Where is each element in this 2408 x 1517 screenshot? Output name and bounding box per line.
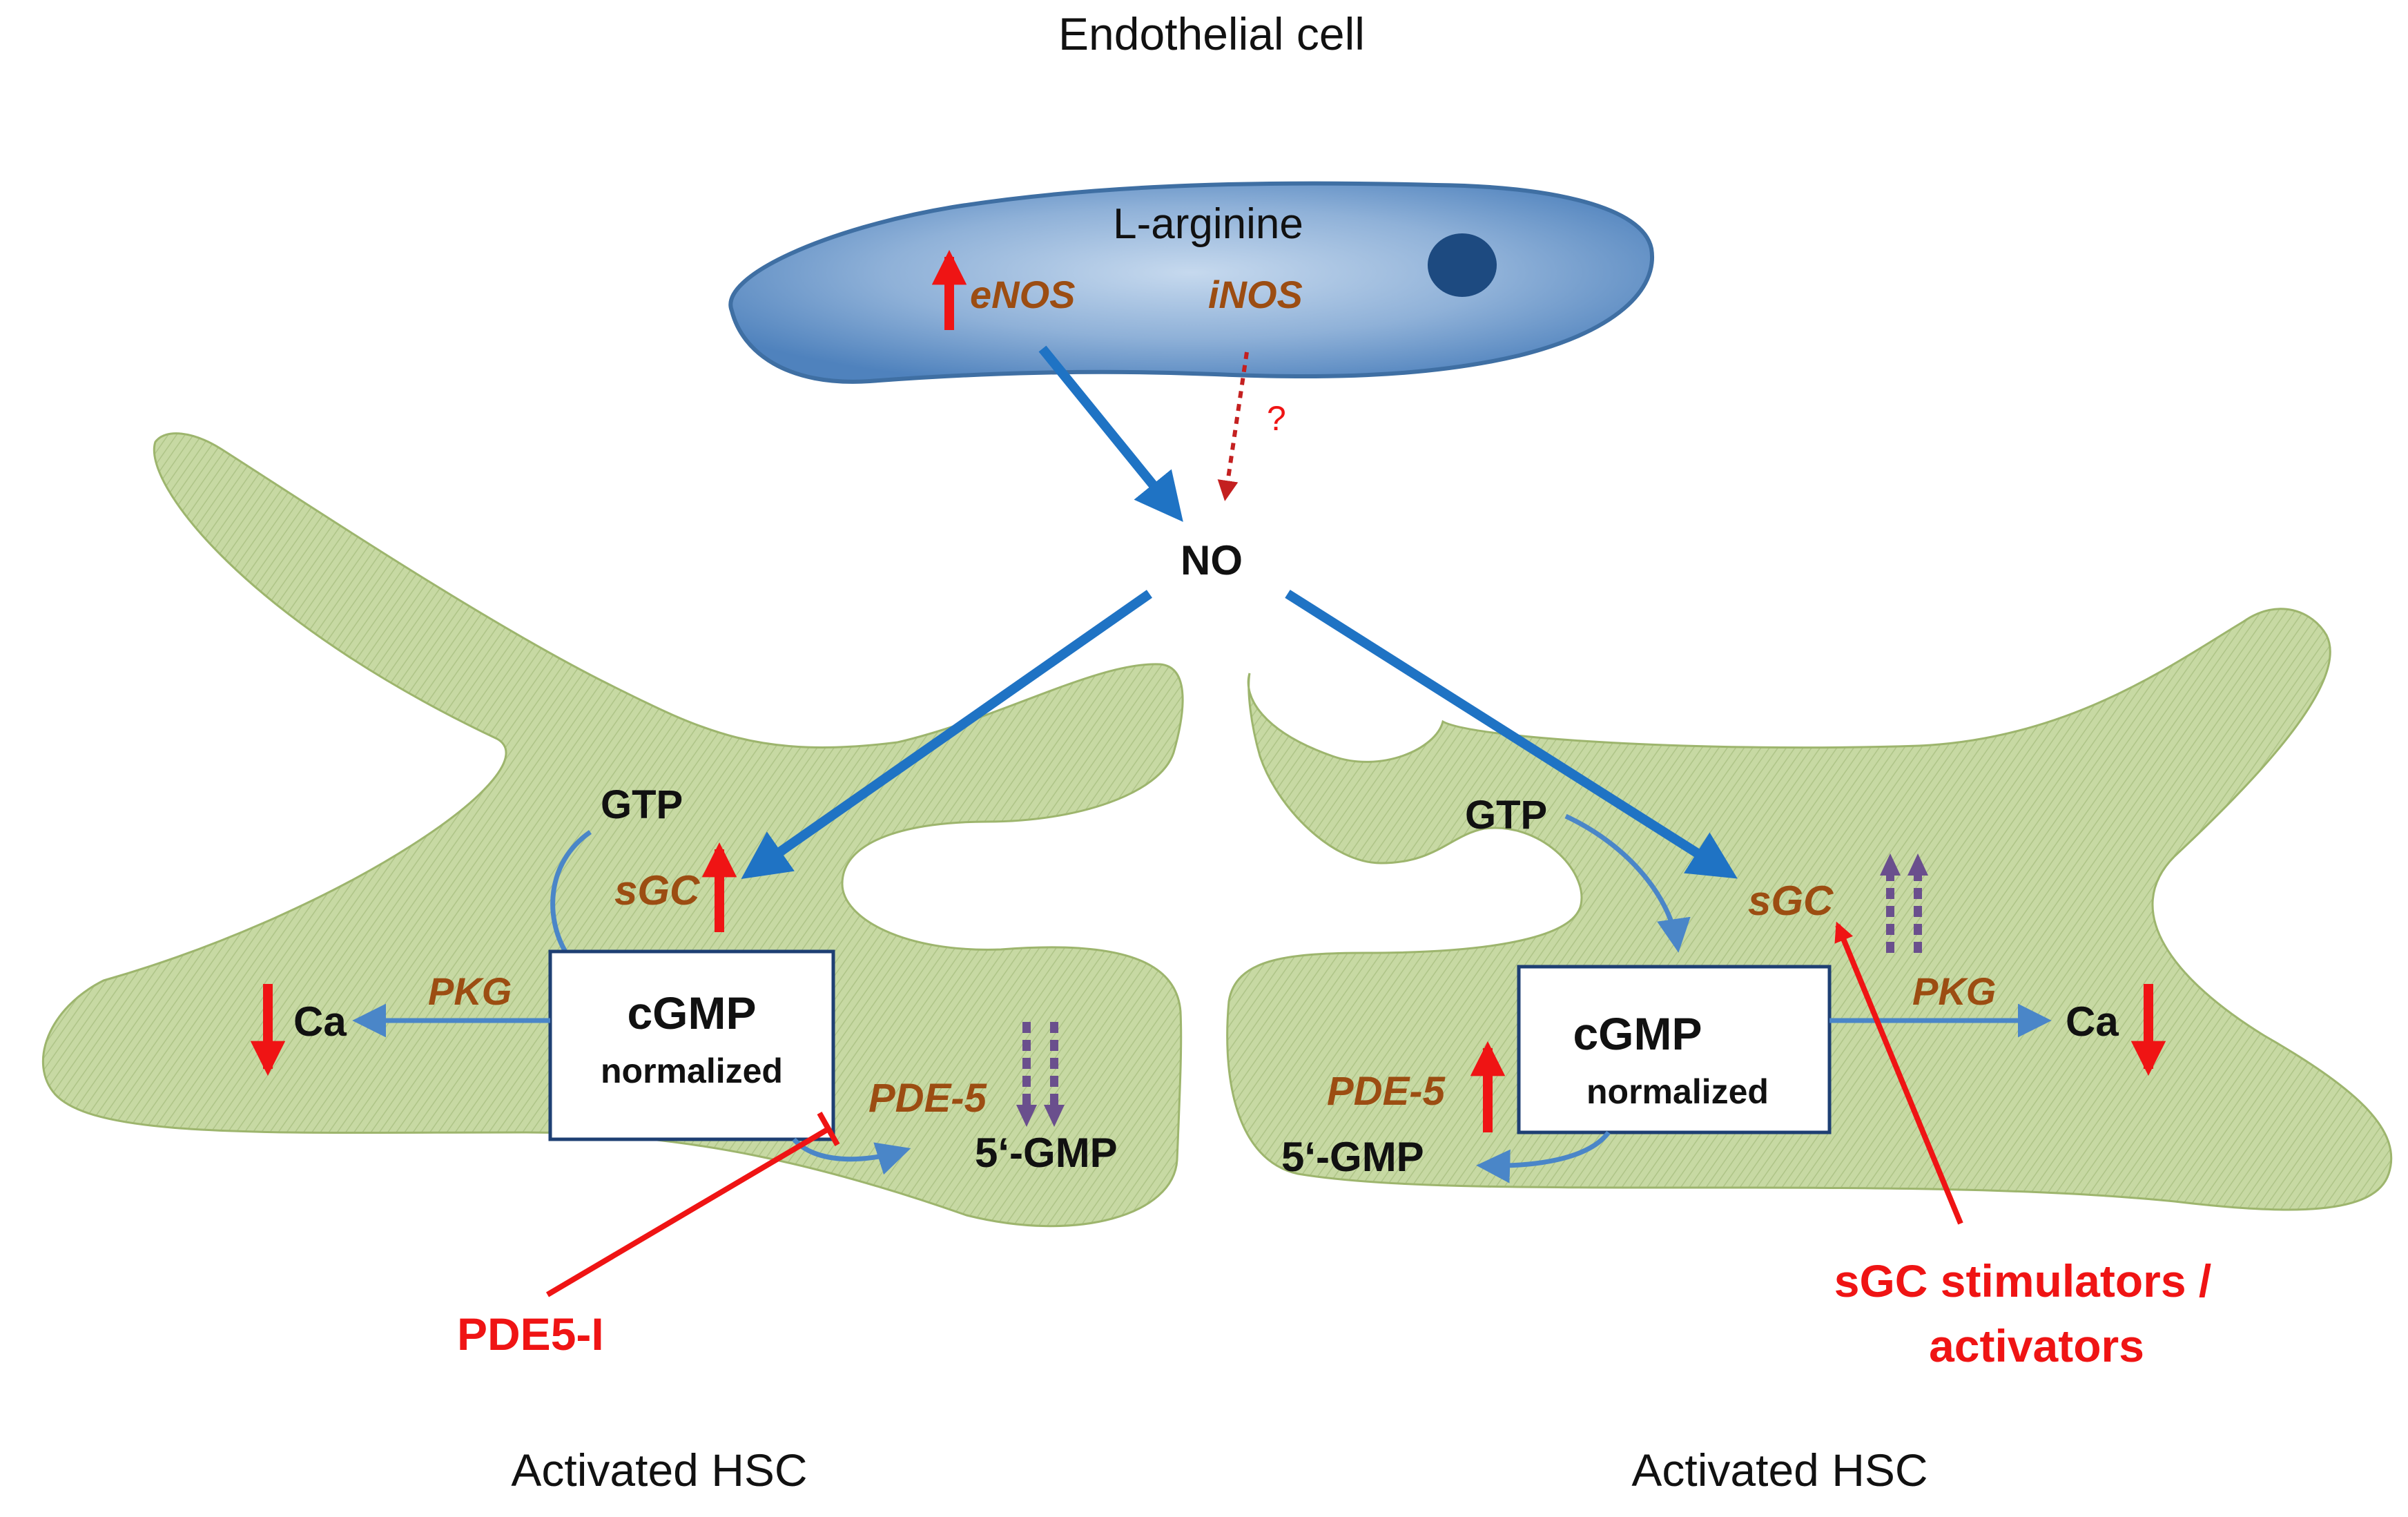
right-sgc-up-head-1 xyxy=(1880,853,1901,876)
right-5gmp-label: 5‘-GMP xyxy=(1281,1134,1424,1180)
left-sgc-label: sGC xyxy=(614,867,701,914)
endothelial-cell-body xyxy=(728,181,1654,384)
left-pathway: GTP sGC cGMP normalized PKG Ca PDE-5 5‘-… xyxy=(250,782,1118,1496)
right-cgmp-to-gmp-curve xyxy=(1476,1130,1611,1183)
left-cgmp-status: normalized xyxy=(601,1052,783,1090)
endothelial-cell: L-arginine eNOS iNOS xyxy=(728,181,1654,384)
sgc-stimulator-arrow xyxy=(1834,921,1963,1225)
endothelial-cell-title: Endothelial cell xyxy=(1058,8,1365,59)
pde5-inhibitor-label: PDE5-I xyxy=(457,1308,604,1360)
left-gtp-to-cgmp-curve xyxy=(550,830,592,954)
inos-to-no-dotted-arrow xyxy=(1217,351,1249,501)
right-ca-label: Ca xyxy=(2066,998,2119,1045)
right-cgmp-label: cGMP xyxy=(1573,1008,1702,1059)
left-gtp-label: GTP xyxy=(601,782,683,827)
right-pde5-label: PDE-5 xyxy=(1327,1069,1446,1114)
left-pkg-label: PKG xyxy=(428,969,512,1013)
sgc-stimulator-label-line2: activators xyxy=(1929,1320,2144,1371)
left-pde5-label: PDE-5 xyxy=(868,1076,987,1121)
left-pde5-down-head-1 xyxy=(1016,1105,1037,1127)
endothelial-to-no-arrow xyxy=(1038,345,1183,522)
no-to-left-sgc-arrow xyxy=(741,590,1153,880)
right-sgc-up-head-2 xyxy=(1907,853,1928,876)
left-ca-label: Ca xyxy=(293,998,347,1045)
l-arginine-label: L-arginine xyxy=(1113,200,1303,248)
right-sgc-label: sGC xyxy=(1748,878,1834,924)
pde5-inhibitor-line xyxy=(545,1126,831,1297)
inos-label: iNOS xyxy=(1208,273,1303,316)
pde5-inhibitor-tbar xyxy=(817,1112,840,1146)
right-gtp-to-cgmp-curve xyxy=(1564,813,1691,953)
right-gtp-label: GTP xyxy=(1465,793,1547,838)
nucleus xyxy=(1428,233,1497,297)
left-5gmp-label: 5‘-GMP xyxy=(975,1130,1118,1176)
left-pde5-down-head-2 xyxy=(1044,1105,1065,1127)
right-pkg-label: PKG xyxy=(1912,969,1996,1013)
left-activated-hsc-caption: Activated HSC xyxy=(511,1444,807,1496)
left-cgmp-box xyxy=(548,949,835,1141)
no-to-right-sgc-arrow xyxy=(1285,590,1738,879)
left-cgmp-label: cGMP xyxy=(627,987,756,1038)
right-cgmp-status: normalized xyxy=(1586,1072,1769,1111)
right-cgmp-box xyxy=(1517,965,1832,1134)
enos-label: eNOS xyxy=(970,273,1076,316)
right-pathway: GTP sGC cGMP normalized PKG Ca PDE-5 5‘-… xyxy=(1281,793,2211,1496)
question-mark: ? xyxy=(1267,399,1286,438)
left-hsc-cell xyxy=(41,432,1184,1228)
left-hsc-body xyxy=(41,432,1184,1228)
sgc-stimulator-label-line1: sGC stimulators / xyxy=(1834,1255,2211,1306)
right-activated-hsc-caption: Activated HSC xyxy=(1631,1444,1928,1496)
no-label: NO xyxy=(1181,537,1243,583)
